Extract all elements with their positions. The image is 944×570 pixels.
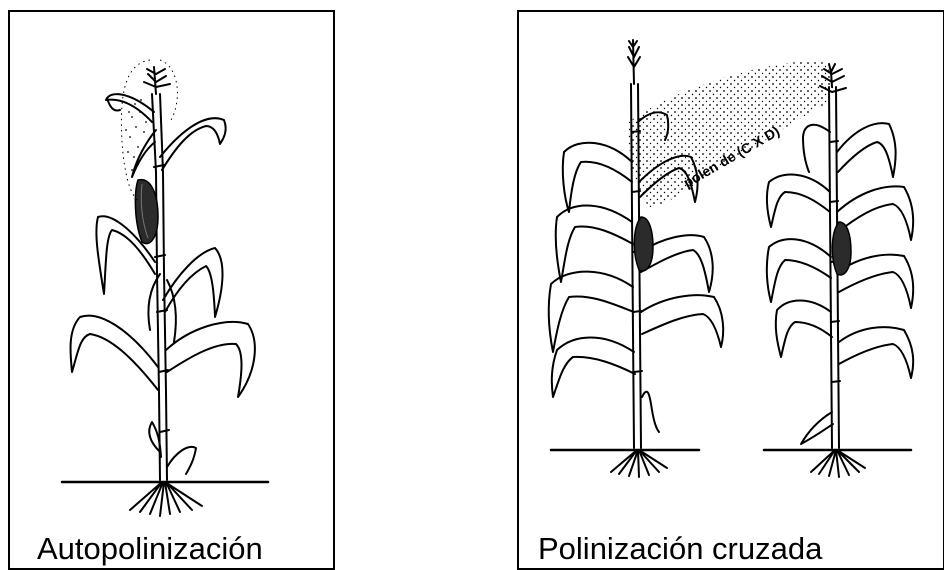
cross-pollinated-corn-plants-icon: polen de (C X D) [519,12,943,568]
cross-pollination-panel: polen de (C X D) [517,10,944,570]
cross-pollination-caption: Polinización cruzada [538,531,822,567]
corn-cob-icon [634,217,851,275]
corn-cob-icon [135,180,158,244]
self-pollinated-corn-plant-icon [10,12,333,568]
self-pollination-panel: Autopolinización [8,10,335,570]
self-pollination-caption: Autopolinización [37,531,263,567]
pollen-cloud-icon [121,60,177,202]
